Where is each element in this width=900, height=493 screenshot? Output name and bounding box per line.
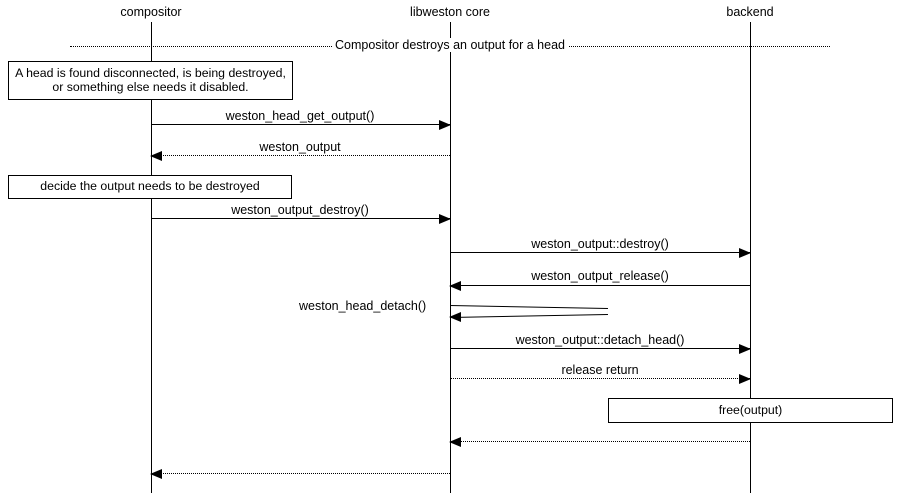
arrowhead-right-icon	[439, 213, 451, 224]
message-label-weston-output-release: weston_output_release()	[528, 269, 672, 283]
arrowhead-left-icon	[449, 436, 461, 447]
arrowhead-left-icon	[150, 468, 162, 479]
self-message-top-segment	[449, 305, 608, 310]
arrowhead-right-icon	[739, 343, 751, 354]
lifeline-backend	[750, 22, 751, 493]
message-label-weston-output-destroy-backend: weston_output::destroy()	[528, 237, 672, 251]
message-arrow-core-return	[150, 468, 450, 479]
message-label-weston-head-get-output: weston_head_get_output()	[222, 109, 378, 123]
actor-label-libweston-core: libweston core	[410, 5, 490, 19]
message-arrow-weston-output-destroy	[151, 213, 451, 224]
message-arrow-weston-output-return	[150, 150, 450, 161]
message-arrow-weston-head-get-output	[151, 119, 451, 130]
note-decide-destroy: decide the output needs to be destroyed	[8, 175, 292, 199]
arrowhead-left-icon	[449, 311, 461, 322]
actor-label-backend: backend	[726, 5, 774, 19]
actor-label-compositor: compositor	[120, 5, 182, 19]
arrowhead-right-icon	[739, 247, 751, 258]
message-arrow-release-return	[450, 373, 751, 384]
message-arrow-weston-output-detach-head	[450, 343, 751, 354]
message-arrow-weston-output-release	[449, 280, 750, 291]
note-free-output: free(output)	[608, 398, 893, 423]
message-label-weston-head-detach: weston_head_detach()	[296, 299, 430, 313]
self-message-bottom-segment	[449, 313, 608, 318]
arrowhead-right-icon	[439, 119, 451, 130]
note-head-disconnected: A head is found disconnected, is being d…	[8, 61, 293, 100]
self-message-weston-head-detach	[449, 300, 610, 322]
message-label-release-return: release return	[558, 363, 642, 377]
section-divider-label: Compositor destroys an output for a head	[332, 38, 568, 52]
arrowhead-left-icon	[150, 150, 162, 161]
lifeline-compositor	[151, 22, 152, 493]
arrowhead-left-icon	[449, 280, 461, 291]
message-arrow-weston-output-destroy-backend	[450, 247, 751, 258]
message-label-weston-output-detach-head: weston_output::detach_head()	[512, 333, 688, 347]
lifeline-libweston-core	[450, 22, 451, 493]
arrowhead-right-icon	[739, 373, 751, 384]
message-arrow-backend-return	[449, 436, 750, 447]
message-label-weston-output-destroy: weston_output_destroy()	[228, 203, 372, 217]
message-label-weston-output-return: weston_output	[256, 140, 344, 154]
